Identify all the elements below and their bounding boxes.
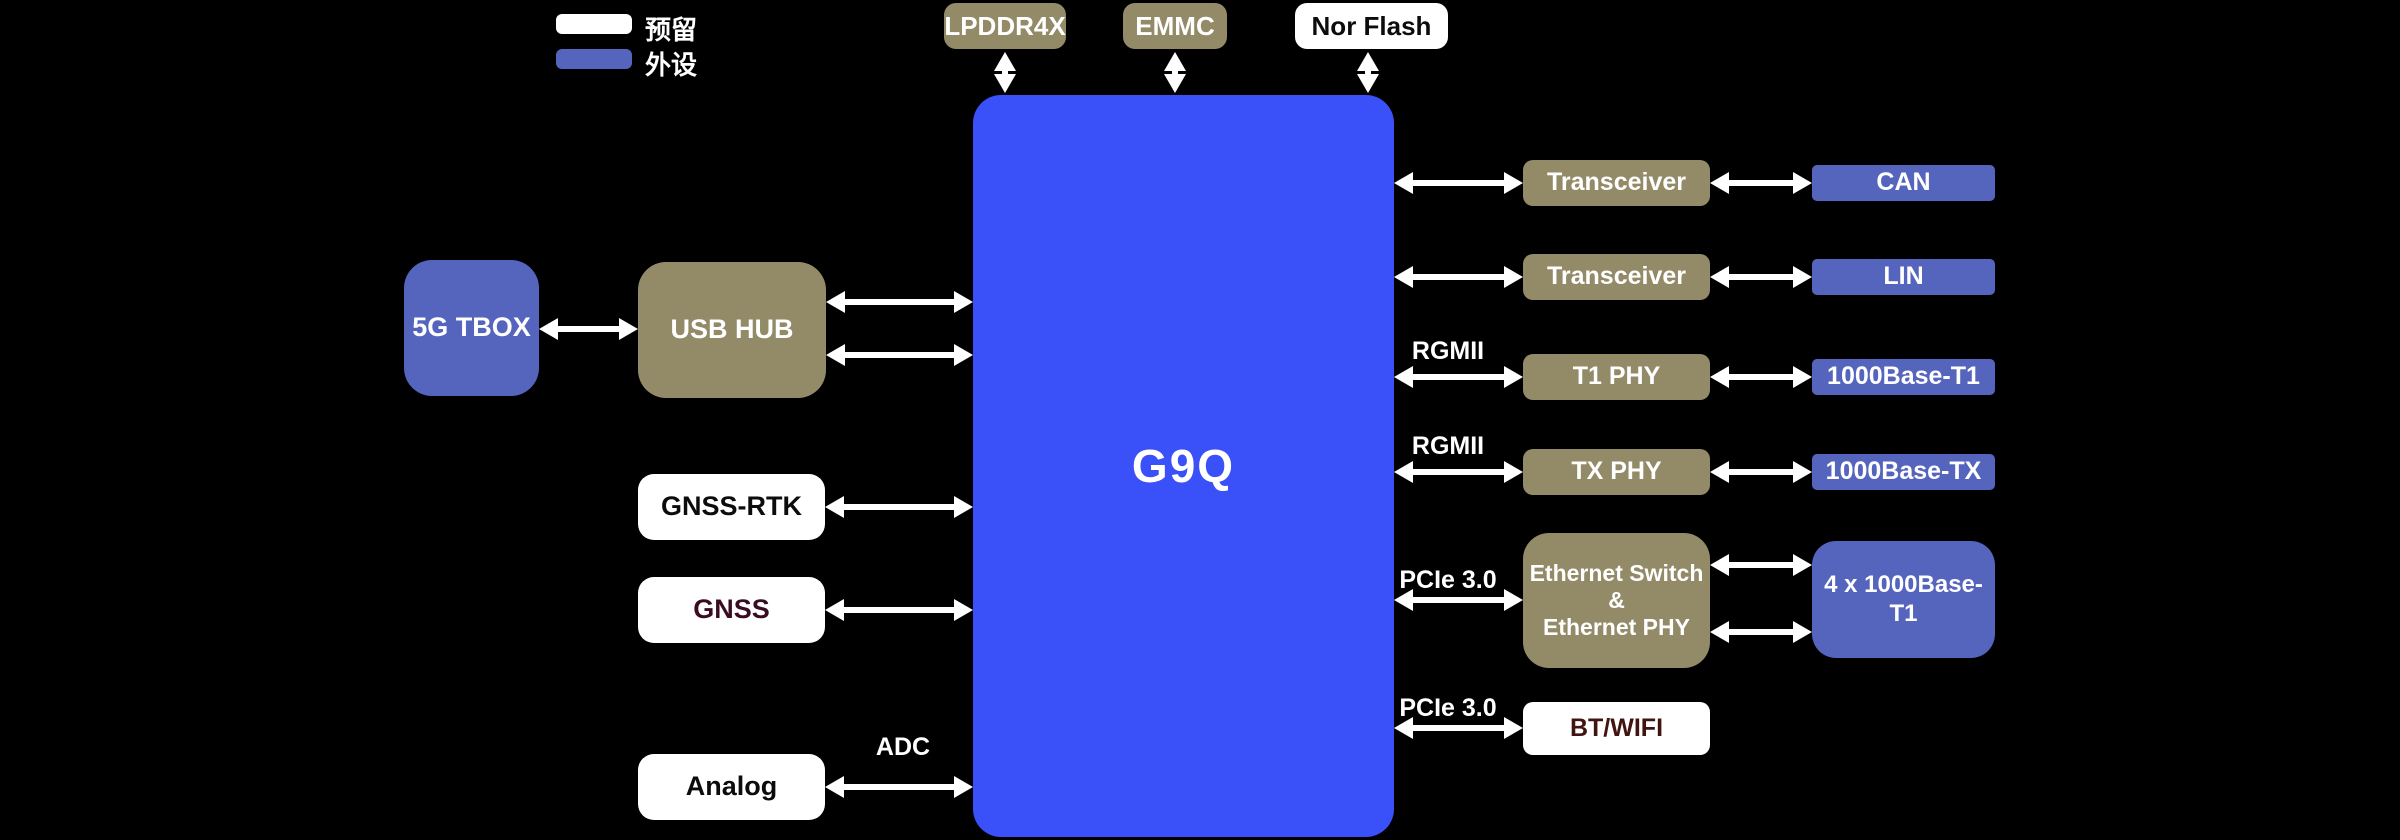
arrow-shaft <box>1410 180 1507 186</box>
arrow-usbhub-g9q-1 <box>826 291 973 313</box>
arrow-g9q-can-transceiver <box>1394 172 1523 194</box>
node-gnss: GNSS <box>638 577 825 643</box>
arrow-usbhub-g9q-2 <box>826 344 973 366</box>
node-1000base-tx: 1000Base-TX <box>1812 454 1995 490</box>
arrow-shaft <box>842 299 957 305</box>
node-nor-flash: Nor Flash <box>1295 3 1448 49</box>
arrow-shaft <box>1002 68 1008 77</box>
arrow-shaft <box>841 504 957 510</box>
node-analog: Analog <box>638 754 825 820</box>
node-tx-phy: TX PHY <box>1523 449 1710 495</box>
node-lin-transceiver: Transceiver <box>1523 254 1710 300</box>
arrow-transceiver-can <box>1710 172 1812 194</box>
arrow-shaft <box>1726 469 1796 475</box>
arrow-ethswitch-quad-1 <box>1710 554 1812 576</box>
arrow-shaft <box>1726 374 1796 380</box>
arrow-emmc-g9q <box>1164 52 1186 93</box>
arrow-shaft <box>1726 629 1796 635</box>
node-t1-phy: T1 PHY <box>1523 354 1710 400</box>
node-usb-hub: USB HUB <box>638 262 826 398</box>
arrow-shaft <box>1726 562 1796 568</box>
arrow-shaft <box>841 784 957 790</box>
node-g9q-soc: G9Q <box>973 95 1394 837</box>
legend-reserved-swatch <box>556 14 632 34</box>
node-lin: LIN <box>1812 259 1995 295</box>
arrow-g9q-ethswitch <box>1394 589 1523 611</box>
node-4x1000base-t1: 4 x 1000Base-T1 <box>1812 541 1995 658</box>
arrow-shaft <box>1410 374 1507 380</box>
arrow-txphy-1000basetx <box>1710 461 1812 483</box>
arrow-shaft <box>1172 68 1178 77</box>
arrow-shaft <box>1410 597 1507 603</box>
bus-label-adc: ADC <box>875 733 931 761</box>
arrow-shaft <box>842 352 957 358</box>
arrow-analog-g9q <box>825 776 973 798</box>
legend-reserved-label: 预留 <box>645 15 698 45</box>
node-lpddr4x: LPDDR4X <box>944 3 1066 49</box>
node-can-transceiver: Transceiver <box>1523 160 1710 206</box>
arrow-lpddr4x-g9q <box>994 52 1016 93</box>
arrow-g9q-btwifi <box>1394 717 1523 739</box>
arrow-shaft <box>841 607 957 613</box>
arrow-shaft <box>1410 274 1507 280</box>
arrow-g9q-lin-transceiver <box>1394 266 1523 288</box>
bus-label-rgmii-tx: RGMII <box>1411 432 1485 460</box>
arrow-g9q-t1phy <box>1394 366 1523 388</box>
arrow-shaft <box>555 326 622 332</box>
arrow-tbox-usbhub <box>539 318 638 340</box>
bus-label-pcie-eth: PCIe 3.0 <box>1399 566 1497 594</box>
bus-label-pcie-wifi: PCIe 3.0 <box>1399 694 1497 722</box>
arrow-gnss-g9q <box>825 599 973 621</box>
arrow-g9q-txphy <box>1394 461 1523 483</box>
node-ethernet-switch-phy: Ethernet Switch & Ethernet PHY <box>1523 533 1710 668</box>
arrow-t1phy-1000baset1 <box>1710 366 1812 388</box>
node-can: CAN <box>1812 165 1995 201</box>
arrow-shaft <box>1726 274 1796 280</box>
arrow-transceiver-lin <box>1710 266 1812 288</box>
arrow-shaft <box>1726 180 1796 186</box>
arrow-shaft <box>1365 68 1371 77</box>
legend-peripheral-label: 外设 <box>645 50 698 80</box>
arrow-shaft <box>1410 725 1507 731</box>
node-5g-tbox: 5G TBOX <box>404 260 539 396</box>
arrow-nor-flash-g9q <box>1357 52 1379 93</box>
arrow-shaft <box>1410 469 1507 475</box>
arrow-ethswitch-quad-2 <box>1710 621 1812 643</box>
node-1000base-t1: 1000Base-T1 <box>1812 359 1995 395</box>
node-emmc: EMMC <box>1123 3 1227 49</box>
node-gnss-rtk: GNSS-RTK <box>638 474 825 540</box>
bus-label-rgmii-t1: RGMII <box>1411 337 1485 365</box>
node-bt-wifi: BT/WIFI <box>1523 702 1710 755</box>
arrow-gnssrtk-g9q <box>825 496 973 518</box>
legend-peripheral-swatch <box>556 49 632 69</box>
